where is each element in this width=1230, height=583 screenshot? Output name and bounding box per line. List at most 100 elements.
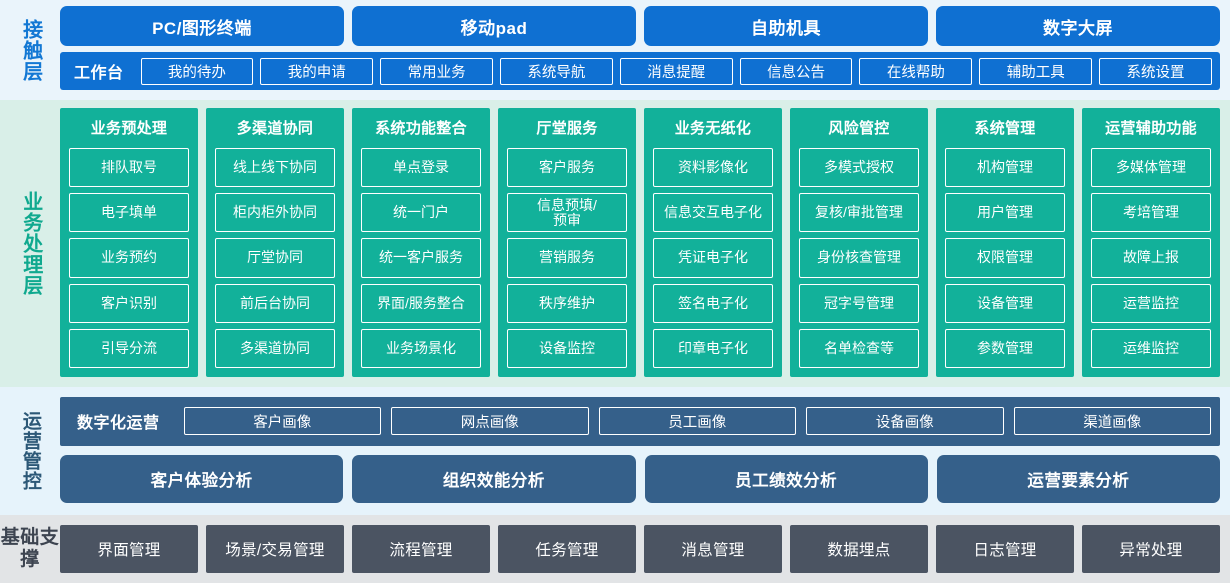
biz-item-electronic-vouchers[interactable]: 凭证电子化 <box>653 238 773 278</box>
business-column-risk-control: 风险管控 多模式授权 复核/审批管理 身份核查管理 冠字号管理 名单检查等 <box>790 108 928 377</box>
foundation-item-ui-management[interactable]: 界面管理 <box>60 525 198 573</box>
business-column-title: 系统管理 <box>974 120 1036 137</box>
operations-layer-body: 数字化运营 客户画像 网点画像 员工画像 设备画像 渠道画像 客户体验分析 组织… <box>60 387 1230 515</box>
biz-item-front-back-sync[interactable]: 前后台协同 <box>215 283 335 323</box>
operations-layer: 运营管控 数字化运营 客户画像 网点画像 员工画像 设备画像 渠道画像 客户体验… <box>0 387 1230 515</box>
portrait-branch[interactable]: 网点画像 <box>391 407 589 436</box>
biz-item-business-scenario[interactable]: 业务场景化 <box>361 328 481 369</box>
biz-item-maintenance-monitoring[interactable]: 运维监控 <box>1091 328 1211 369</box>
workbench-item-message-alerts[interactable]: 消息提醒 <box>619 57 733 85</box>
biz-item-fault-reporting[interactable]: 故障上报 <box>1091 238 1211 278</box>
business-column-system-integration: 系统功能整合 单点登录 统一门户 统一客户服务 界面/服务整合 业务场景化 <box>352 108 490 377</box>
biz-item-online-offline-sync[interactable]: 线上线下协同 <box>215 148 335 188</box>
foundation-item-log-management[interactable]: 日志管理 <box>936 525 1074 573</box>
biz-item-order-maintenance[interactable]: 秩序维护 <box>507 283 627 323</box>
foundation-layer-body: 界面管理 场景/交易管理 流程管理 任务管理 消息管理 数据埋点 日志管理 异常… <box>60 515 1230 583</box>
foundation-item-scenario-transaction-management[interactable]: 场景/交易管理 <box>206 525 344 573</box>
biz-item-document-imaging[interactable]: 资料影像化 <box>653 148 773 188</box>
biz-item-multimode-authorization[interactable]: 多模式授权 <box>799 148 919 188</box>
analysis-employee-performance[interactable]: 员工绩效分析 <box>644 454 928 503</box>
foundation-item-message-management[interactable]: 消息管理 <box>644 525 782 573</box>
biz-item-identity-verification[interactable]: 身份核查管理 <box>799 238 919 278</box>
portrait-channel[interactable]: 渠道画像 <box>1013 407 1212 436</box>
analysis-organizational-efficiency[interactable]: 组织效能分析 <box>352 454 636 503</box>
biz-item-electronic-info-exchange[interactable]: 信息交互电子化 <box>653 193 773 233</box>
foundation-layer-label: 基础支撑 <box>0 527 60 570</box>
workbench-item-system-settings[interactable]: 系统设置 <box>1099 57 1212 85</box>
biz-item-operations-monitoring[interactable]: 运营监控 <box>1091 283 1211 323</box>
biz-item-multichannel-sync[interactable]: 多渠道协同 <box>215 328 335 369</box>
biz-item-pre-fill-pre-review[interactable]: 信息预填/ 预审 <box>507 193 627 233</box>
biz-item-unified-customer-service[interactable]: 统一客户服务 <box>361 238 481 278</box>
operations-layer-label: 运营管控 <box>19 411 41 491</box>
workbench-item-common-business[interactable]: 常用业务 <box>380 57 493 85</box>
analysis-operational-factors[interactable]: 运营要素分析 <box>936 454 1220 503</box>
portrait-employee[interactable]: 员工画像 <box>598 407 797 436</box>
biz-item-multimedia-management[interactable]: 多媒体管理 <box>1091 148 1211 188</box>
business-column-title: 厅堂服务 <box>536 120 598 137</box>
workbench-item-my-todo[interactable]: 我的待办 <box>140 57 254 85</box>
business-column-title: 业务预处理 <box>90 120 168 137</box>
biz-item-customer-service[interactable]: 客户服务 <box>507 148 627 188</box>
foundation-item-task-management[interactable]: 任务管理 <box>498 525 636 573</box>
biz-item-user-management[interactable]: 用户管理 <box>945 193 1065 233</box>
biz-item-serial-number-management[interactable]: 冠字号管理 <box>799 283 919 323</box>
biz-item-lobby-sync[interactable]: 厅堂协同 <box>215 238 335 278</box>
biz-item-queue-ticket[interactable]: 排队取号 <box>69 148 189 188</box>
business-column-lobby-service: 厅堂服务 客户服务 信息预填/ 预审 营销服务 秩序维护 设备监控 <box>498 108 636 377</box>
business-layer-label: 业务处理层 <box>19 191 42 296</box>
analysis-customer-experience[interactable]: 客户体验分析 <box>60 454 344 503</box>
portrait-customer[interactable]: 客户画像 <box>183 407 382 436</box>
business-column-title: 业务无纸化 <box>674 120 752 137</box>
biz-item-customer-identification[interactable]: 客户识别 <box>69 283 189 323</box>
biz-item-parameter-management[interactable]: 参数管理 <box>945 328 1065 369</box>
workbench-item-my-applications[interactable]: 我的申请 <box>260 57 374 85</box>
foundation-item-process-management[interactable]: 流程管理 <box>352 525 490 573</box>
workbench-item-utilities[interactable]: 辅助工具 <box>979 57 1093 85</box>
biz-item-watchlist-check[interactable]: 名单检查等 <box>799 328 919 369</box>
biz-item-appointment[interactable]: 业务预约 <box>69 238 189 278</box>
biz-item-electronic-seal[interactable]: 印章电子化 <box>653 328 773 369</box>
portrait-device[interactable]: 设备画像 <box>806 407 1004 436</box>
biz-item-marketing-service[interactable]: 营销服务 <box>507 238 627 278</box>
digital-operations-title: 数字化运营 <box>77 415 160 433</box>
biz-item-organization-management[interactable]: 机构管理 <box>945 148 1065 188</box>
terminal-self-service[interactable]: 自助机具 <box>644 6 928 46</box>
business-column-title: 风险管控 <box>828 120 890 137</box>
foundation-item-exception-handling[interactable]: 异常处理 <box>1082 525 1220 573</box>
biz-item-electronic-form[interactable]: 电子填单 <box>69 193 189 233</box>
terminal-digital-screen[interactable]: 数字大屏 <box>936 6 1220 46</box>
terminal-mobile-pad[interactable]: 移动pad <box>352 6 636 46</box>
biz-item-permission-management[interactable]: 权限管理 <box>945 238 1065 278</box>
analysis-row: 客户体验分析 组织效能分析 员工绩效分析 运营要素分析 <box>60 454 1220 503</box>
biz-item-device-management[interactable]: 设备管理 <box>945 283 1065 323</box>
terminal-pc[interactable]: PC/图形终端 <box>60 6 344 46</box>
biz-item-review-approval-management[interactable]: 复核/审批管理 <box>799 193 919 233</box>
contact-layer-body: PC/图形终端 移动pad 自助机具 数字大屏 工作台 我的待办 我的申请 常用… <box>60 0 1230 100</box>
biz-item-electronic-signature[interactable]: 签名电子化 <box>653 283 773 323</box>
biz-item-single-sign-on[interactable]: 单点登录 <box>361 148 481 188</box>
biz-item-unified-portal[interactable]: 统一门户 <box>361 193 481 233</box>
workbench-item-announcements[interactable]: 信息公告 <box>739 57 853 85</box>
business-column-system-management: 系统管理 机构管理 用户管理 权限管理 设备管理 参数管理 <box>936 108 1074 377</box>
foundation-layer: 基础支撑 界面管理 场景/交易管理 流程管理 任务管理 消息管理 数据埋点 日志… <box>0 515 1230 583</box>
business-column-paperless: 业务无纸化 资料影像化 信息交互电子化 凭证电子化 签名电子化 印章电子化 <box>644 108 782 377</box>
business-column-operations-support: 运营辅助功能 多媒体管理 考培管理 故障上报 运营监控 运维监控 <box>1082 108 1220 377</box>
foundation-item-data-tracking[interactable]: 数据埋点 <box>790 525 928 573</box>
biz-item-counter-inout-sync[interactable]: 柜内柜外协同 <box>215 193 335 233</box>
business-layer: 业务处理层 业务预处理 排队取号 电子填单 业务预约 客户识别 引导分流 多渠道… <box>0 100 1230 387</box>
terminal-row: PC/图形终端 移动pad 自助机具 数字大屏 <box>60 6 1220 46</box>
biz-item-guidance-diversion[interactable]: 引导分流 <box>69 328 189 369</box>
biz-item-device-monitoring[interactable]: 设备监控 <box>507 328 627 369</box>
business-column-title: 运营辅助功能 <box>1105 120 1197 137</box>
digital-operations-row: 数字化运营 客户画像 网点画像 员工画像 设备画像 渠道画像 <box>60 397 1220 446</box>
business-column-pre-processing: 业务预处理 排队取号 电子填单 业务预约 客户识别 引导分流 <box>60 108 198 377</box>
biz-item-ui-service-integration[interactable]: 界面/服务整合 <box>361 283 481 323</box>
business-column-title: 系统功能整合 <box>375 120 467 137</box>
workbench-item-online-help[interactable]: 在线帮助 <box>859 57 973 85</box>
business-column-title: 多渠道协同 <box>236 120 314 137</box>
workbench-item-system-navigation[interactable]: 系统导航 <box>500 57 613 85</box>
business-column-multichannel: 多渠道协同 线上线下协同 柜内柜外协同 厅堂协同 前后台协同 多渠道协同 <box>206 108 344 377</box>
biz-item-training-management[interactable]: 考培管理 <box>1091 193 1211 233</box>
